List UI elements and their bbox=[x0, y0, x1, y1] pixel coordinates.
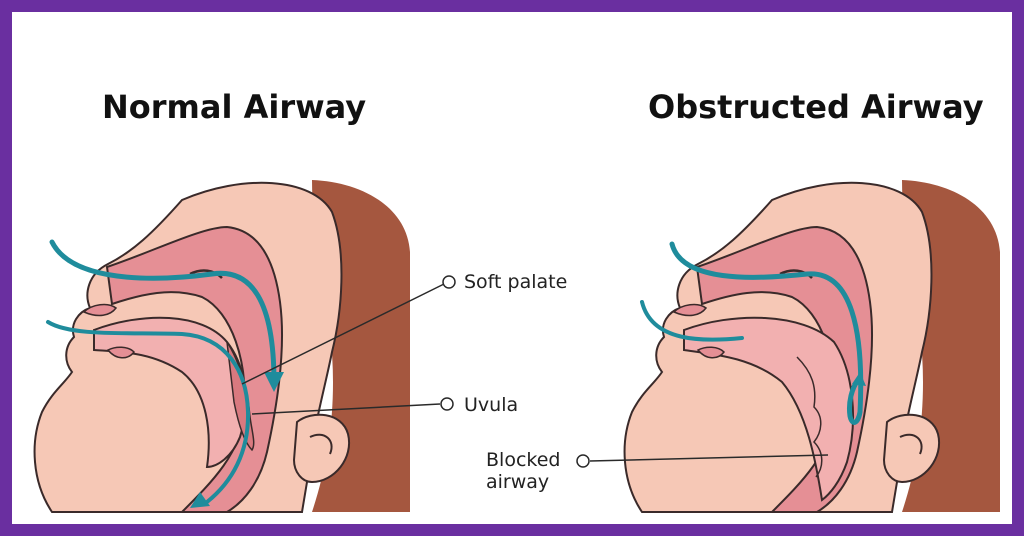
airflow-arrow-nose-right bbox=[669, 241, 864, 425]
airflow-arrow-mouth-left bbox=[46, 320, 251, 504]
soft-palate-marker bbox=[442, 275, 456, 289]
soft-palate-leader-line bbox=[241, 283, 445, 385]
obstructed-airway-head bbox=[623, 180, 1000, 513]
blocked-airway-label-line1: Blocked bbox=[486, 449, 561, 471]
blocked-airway-label-line2: airway bbox=[486, 471, 550, 493]
airway-illustration bbox=[33, 180, 1000, 513]
uvula-marker bbox=[440, 397, 454, 411]
collapsed-tissue-right bbox=[683, 316, 854, 502]
blocked-airway-label: Blocked airway bbox=[486, 449, 560, 493]
ear-right bbox=[882, 413, 941, 484]
uvula-label: Uvula bbox=[464, 394, 519, 416]
normal-airway-title: Normal Airway bbox=[102, 88, 367, 126]
blocked-airway-marker bbox=[576, 454, 590, 468]
soft-palate-label: Soft palate bbox=[464, 271, 568, 293]
label-leaders bbox=[241, 275, 829, 468]
uvula-leader-line bbox=[251, 403, 441, 415]
airflow-arrow-mouth-right bbox=[640, 300, 744, 342]
blocked-airway-leader-line bbox=[589, 454, 829, 462]
obstructed-airway-title: Obstructed Airway bbox=[648, 88, 984, 126]
ear-left bbox=[292, 413, 351, 484]
airflow-arrow-nose-left bbox=[49, 239, 277, 385]
diagram-frame: Normal Airway Obstructed Airway bbox=[12, 12, 1012, 524]
normal-airway-head bbox=[33, 180, 410, 513]
tongue-left bbox=[93, 316, 247, 469]
